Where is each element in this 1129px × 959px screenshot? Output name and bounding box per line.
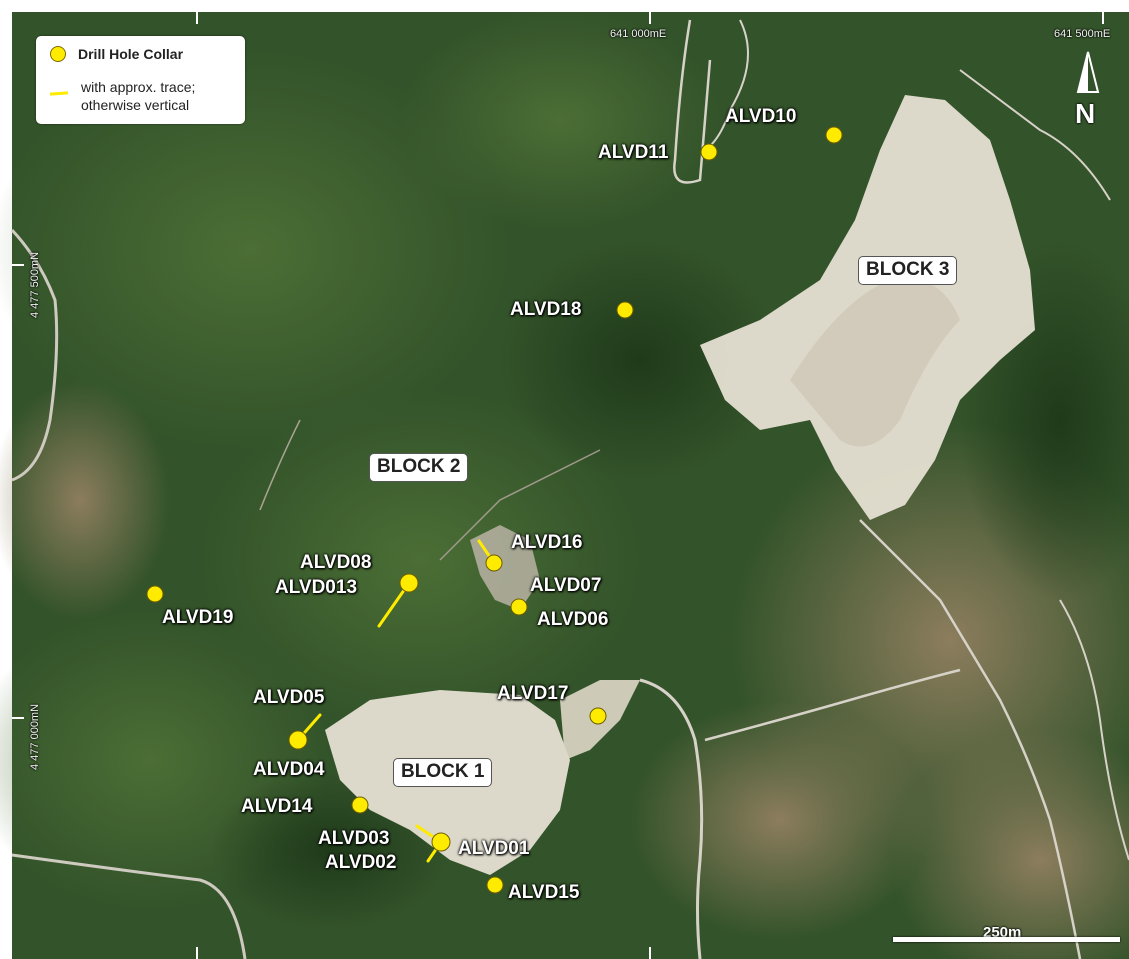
collar-alvd15 bbox=[486, 876, 504, 894]
collar-alvd11 bbox=[700, 143, 718, 161]
hole-label-alvd013: ALVD013 bbox=[275, 577, 358, 598]
hole-label-alvd01: ALVD01 bbox=[458, 838, 530, 859]
hole-label-alvd18: ALVD18 bbox=[510, 299, 582, 320]
map-legend: Drill Hole Collar with approx. trace; ot… bbox=[36, 36, 245, 124]
collar-alvd05 bbox=[288, 730, 308, 750]
north-arrow-icon bbox=[1076, 51, 1100, 93]
collar-alvd14 bbox=[351, 796, 369, 814]
legend-trace-line2: otherwise vertical bbox=[81, 97, 190, 113]
north-label: N bbox=[1075, 98, 1096, 129]
block-1-label: BLOCK 1 bbox=[393, 758, 493, 787]
hole-label-alvd03: ALVD03 bbox=[318, 828, 390, 849]
collar-alvd07 bbox=[510, 598, 528, 616]
collar-alvd08 bbox=[399, 573, 419, 593]
hole-label-alvd10: ALVD10 bbox=[725, 106, 797, 127]
hole-label-alvd06: ALVD06 bbox=[537, 609, 609, 630]
hole-label-alvd19: ALVD19 bbox=[162, 607, 234, 628]
collar-alvd10 bbox=[825, 126, 843, 144]
collar-alvd18 bbox=[616, 301, 634, 319]
legend-collar-row: Drill Hole Collar bbox=[50, 46, 183, 62]
hole-label-alvd17: ALVD17 bbox=[497, 683, 569, 704]
hole-label-alvd11: ALVD11 bbox=[598, 142, 669, 163]
legend-trace-line1: with approx. trace; bbox=[81, 79, 196, 95]
scale-label: 250m bbox=[983, 924, 1022, 941]
collar-alvd01 bbox=[431, 832, 451, 852]
grid-label-northing-1: 4 477 500mN bbox=[29, 251, 41, 318]
grid-label-northing-2: 4 477 000mN bbox=[29, 703, 41, 770]
hole-label-alvd14: ALVD14 bbox=[241, 796, 313, 817]
hole-label-alvd02: ALVD02 bbox=[325, 852, 397, 873]
north-arrow: N bbox=[1073, 48, 1103, 132]
grid-label-easting-1: 641 000mE bbox=[610, 28, 667, 40]
legend-collar-label: Drill Hole Collar bbox=[78, 46, 184, 62]
block-3-label: BLOCK 3 bbox=[858, 256, 958, 285]
hole-label-alvd16: ALVD16 bbox=[511, 532, 583, 553]
hole-label-alvd05: ALVD05 bbox=[253, 687, 325, 708]
block-2-label: BLOCK 2 bbox=[369, 453, 469, 482]
grid-label-easting-2: 641 500mE bbox=[1054, 28, 1111, 40]
collar-dot-icon bbox=[50, 46, 66, 62]
hole-label-alvd15: ALVD15 bbox=[508, 882, 580, 903]
hole-label-alvd04: ALVD04 bbox=[253, 759, 325, 780]
hole-label-alvd07: ALVD07 bbox=[530, 575, 602, 596]
hole-label-alvd08: ALVD08 bbox=[300, 552, 372, 573]
scale-bar-line bbox=[893, 937, 1120, 942]
trace-line-icon bbox=[49, 91, 69, 96]
legend-trace-label: with approx. trace; otherwise vertical bbox=[81, 78, 195, 114]
collar-alvd17 bbox=[589, 707, 607, 725]
scale-bar: 250m bbox=[893, 924, 1120, 944]
collar-alvd19 bbox=[146, 585, 164, 603]
collar-alvd16 bbox=[485, 554, 503, 572]
